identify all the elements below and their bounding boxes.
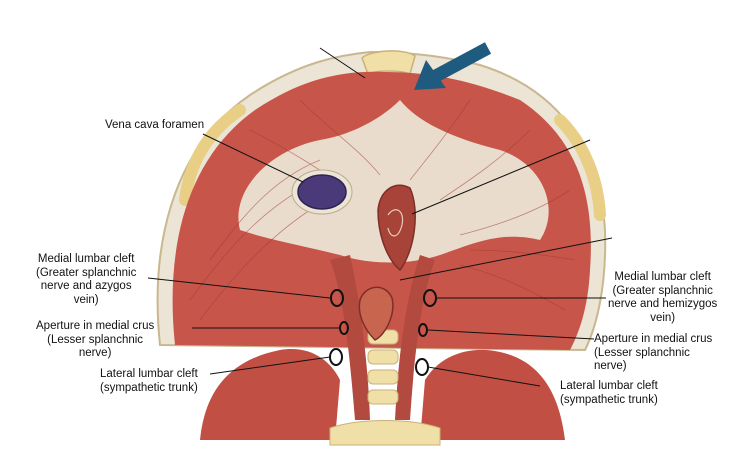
label-line: nerve and azygos [40,280,132,292]
label-line: (sympathetic trunk) [560,393,658,406]
label-line: Lateral lumbar cleft [100,368,198,380]
label-line: vein) [73,293,99,306]
right-aperture-marker [418,323,428,337]
label-right-medial-lumbar-cleft: Medial lumbar cleft (Greater splanchnic … [608,271,717,325]
left-crus [330,255,370,420]
label-left-aperture-medial-crus: Aperture in medial crus (Lesser splanchn… [36,320,154,361]
esophageal-hiatus [377,184,416,272]
label-text: Vena cava foramen [105,119,205,131]
aorta [358,286,394,341]
label-line: nerve and hemizygos [608,298,718,310]
xiphoid-process [361,50,416,76]
label-line: Aperture in medial crus [594,333,713,345]
left-medial-cleft-marker [330,289,344,307]
right-psoas [420,349,565,440]
label-line: nerve) [594,360,627,372]
cleft-markers [329,289,437,376]
right-medial-cleft-marker [423,289,437,307]
label-line: (Lesser splanchnic [47,333,144,346]
label-line: (Greater splanchnic [612,284,713,297]
label-vena-cava-foramen: Vena cava foramen [105,119,204,133]
vertebral-column [329,329,441,446]
label-line: nerve) [78,347,112,359]
arrow-icon [414,42,492,90]
label-line: Lateral lumbar cleft [560,380,658,392]
rib-segment [554,114,606,221]
label-line: Aperture in medial crus [36,320,155,332]
label-right-aperture-medial-crus: Aperture in medial crus (Lesser splanchn… [594,333,712,374]
rib-segment [179,104,246,206]
label-left-lateral-lumbar-cleft: Lateral lumbar cleft (sympathetic trunk) [100,368,198,395]
label-line: (Greater splanchnic [36,266,137,279]
label-line: vein) [650,311,676,324]
central-tendon [238,100,549,263]
label-line: Medial lumbar cleft [614,271,711,283]
label-right-lateral-lumbar-cleft: Lateral lumbar cleft (sympathetic trunk) [560,380,658,407]
label-left-medial-lumbar-cleft: Medial lumbar cleft (Greater splanchnic … [36,253,136,307]
leader-lines [147,47,613,387]
label-line: (Lesser splanchnic [594,346,690,359]
left-psoas [200,349,340,440]
right-lateral-cleft-marker [415,358,429,376]
label-line: Medial lumbar cleft [37,253,135,265]
left-lateral-cleft-marker [329,348,343,366]
right-crus [395,255,435,420]
label-line: (sympathetic trunk) [100,381,198,394]
